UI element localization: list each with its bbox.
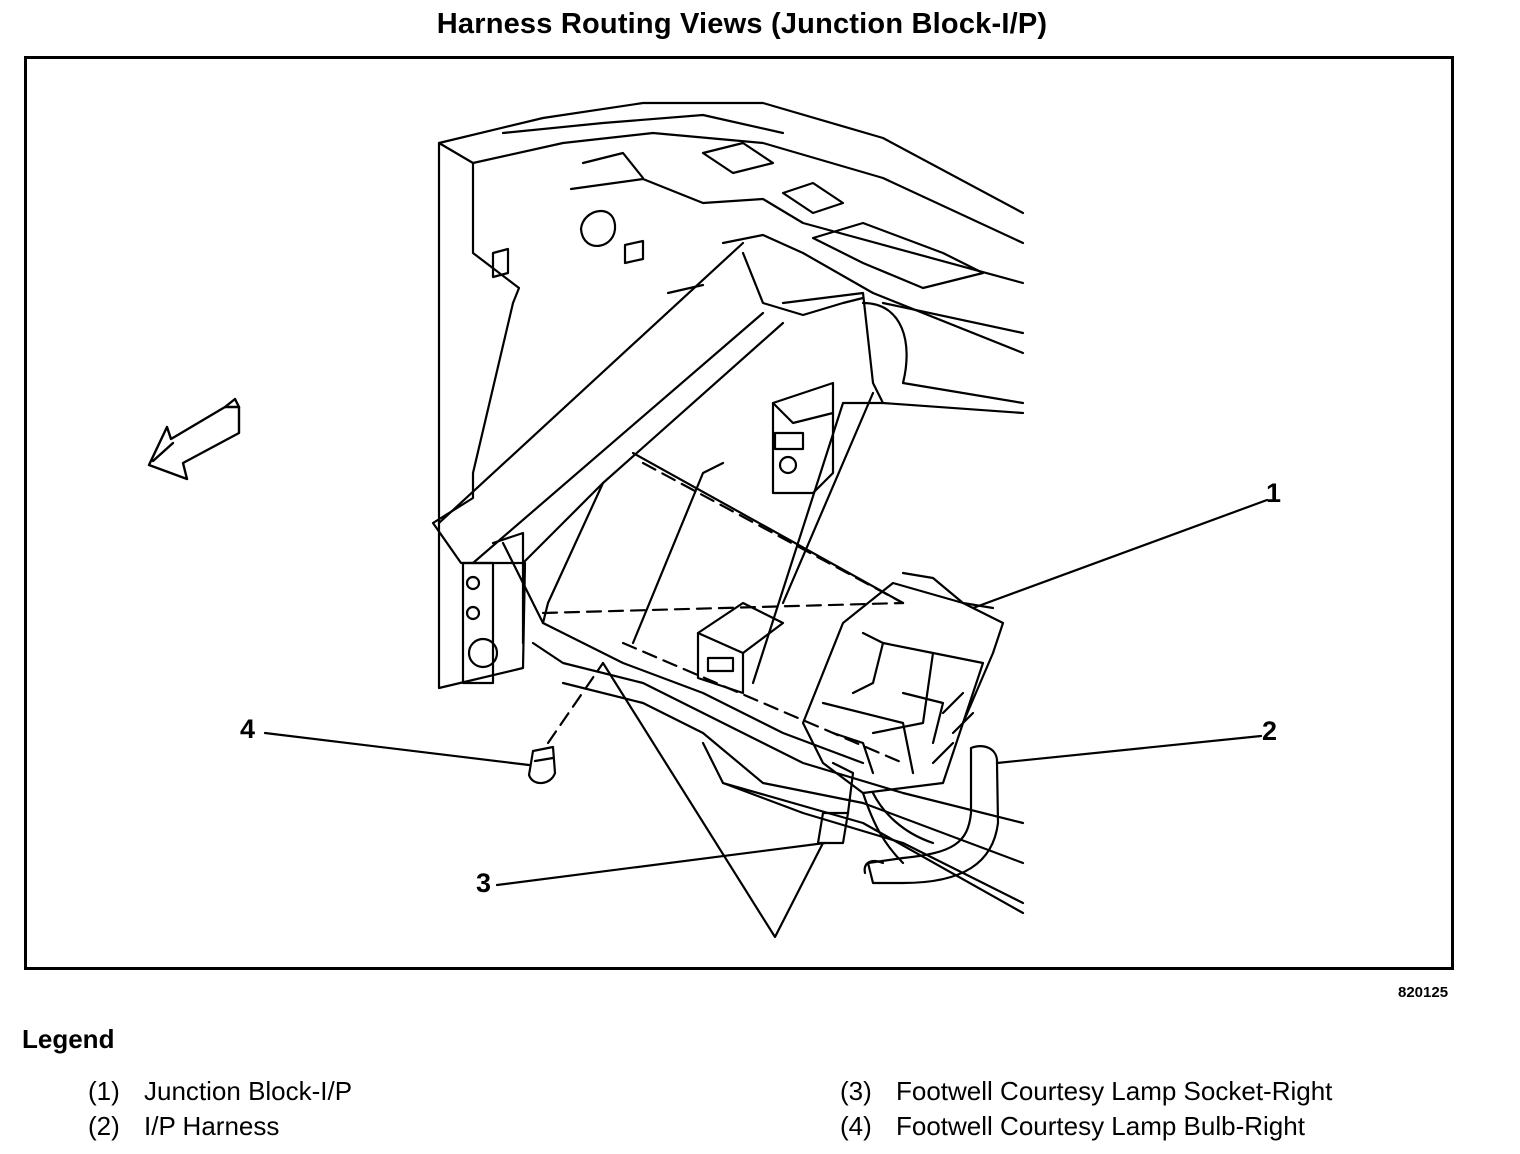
legend-item-number: (3) <box>840 1076 872 1106</box>
legend-item-label: Junction Block-I/P <box>144 1076 353 1106</box>
harness-illustration <box>147 101 1269 939</box>
legend-heading: Legend <box>22 1024 115 1054</box>
callout-4: 4 <box>240 714 256 744</box>
relay-module-lower <box>696 601 785 695</box>
cross-car-beam <box>569 141 1025 415</box>
callout-1: 1 <box>1266 478 1282 508</box>
diagram-title: Harness Routing Views (Junction Block-I/… <box>436 8 1048 40</box>
mount-bracket-front <box>461 531 525 685</box>
illustration-frame <box>24 56 1454 970</box>
callout-3: 3 <box>476 868 492 898</box>
callout-2: 2 <box>1262 716 1278 746</box>
lamp-socket <box>816 761 855 845</box>
ip-harness <box>861 745 1000 885</box>
phantom-lines <box>541 461 905 765</box>
direction-arrow-icon <box>147 397 241 481</box>
figure-number: 820125 <box>1398 984 1449 1001</box>
leader-lines <box>263 498 1269 887</box>
legend-item-label: Footwell Courtesy Lamp Bulb-Right <box>896 1111 1305 1141</box>
junction-block <box>801 571 1005 795</box>
legend-item-number: (4) <box>840 1111 872 1141</box>
legend-item-label: Footwell Courtesy Lamp Socket-Right <box>896 1076 1333 1106</box>
legend-item-number: (1) <box>88 1076 120 1106</box>
legend-item-label: I/P Harness <box>144 1111 280 1141</box>
view-indicator <box>601 661 825 939</box>
relay-module-upper <box>771 381 835 495</box>
legend-item-number: (2) <box>88 1111 120 1141</box>
lamp-bulb <box>527 745 557 785</box>
lower-support-beam <box>437 241 1025 915</box>
dash-bracket-left-panel <box>431 101 1025 690</box>
